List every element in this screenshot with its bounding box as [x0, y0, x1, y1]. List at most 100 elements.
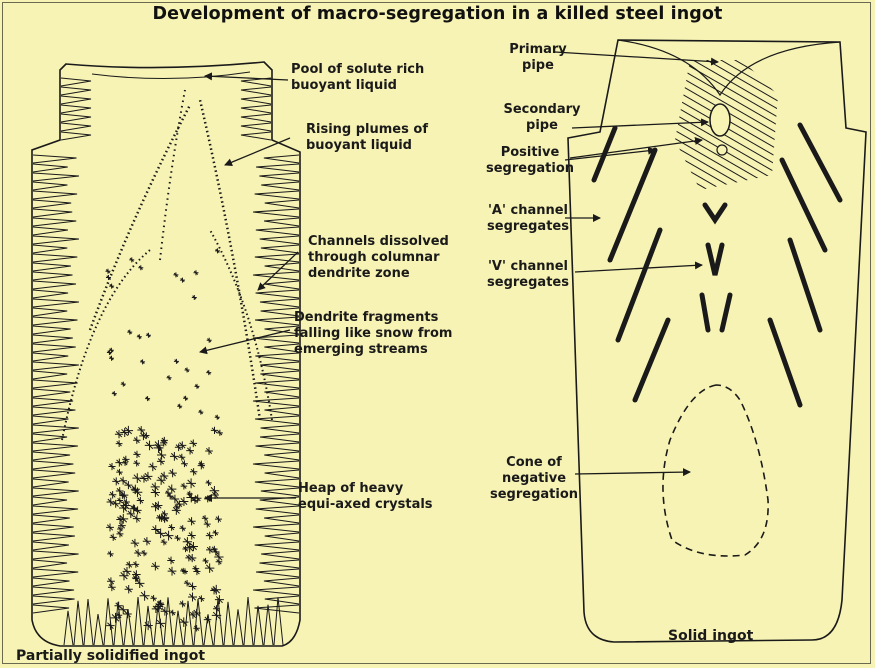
dendrite-tooth	[256, 443, 299, 451]
crystal-fragment	[177, 404, 182, 409]
dendrite-tooth	[33, 479, 69, 487]
dendrite-tooth	[264, 515, 299, 523]
crystal-fragment	[112, 391, 117, 396]
dendrite-tooth	[274, 597, 283, 645]
dendrite-tooth	[33, 182, 67, 190]
dendrite-tooth	[33, 569, 78, 577]
dendrite-tooth	[33, 263, 71, 271]
label-v-channel: 'V' channelsegregates	[480, 259, 576, 291]
dendrite-tooth	[33, 245, 67, 253]
crystal-fragment	[174, 359, 179, 364]
crystal-fragment	[204, 616, 212, 624]
crystal-fragment	[215, 415, 220, 420]
crystal-fragment	[212, 530, 218, 536]
crystal-fragment	[125, 585, 133, 593]
dendrite-tooth	[253, 398, 299, 406]
crystal-fragment	[109, 356, 114, 361]
dendrite-tooth	[61, 78, 91, 86]
left-ingot-outline	[32, 62, 300, 646]
crystal-fragment	[206, 480, 212, 486]
crystal-fragment	[132, 574, 139, 581]
crystal-fragment	[167, 557, 175, 565]
dendrite-tooth	[241, 132, 271, 140]
crystal-fragment	[206, 370, 211, 375]
dendrite-tooth	[255, 416, 299, 424]
dendrite-tooth	[255, 380, 299, 388]
crystal-fragment	[133, 515, 141, 523]
dendrite-tooth	[33, 335, 73, 343]
dendrite-tooth	[33, 155, 77, 163]
dendrite-tooth	[255, 479, 299, 487]
a-segregates-left	[594, 128, 668, 400]
dendrite-tooth	[253, 587, 299, 595]
crystal-fragment	[145, 396, 150, 401]
dendrite-tooth	[261, 551, 299, 559]
crystal-fragment	[108, 463, 115, 470]
crystal-fragment	[108, 583, 116, 591]
dendrite-tooth	[33, 299, 79, 307]
crystal-fragment	[211, 585, 221, 595]
crystal-fragment	[189, 440, 197, 448]
a-segregates-right	[770, 125, 840, 405]
dendrite-tooth	[224, 602, 233, 645]
dendrite-tooth	[265, 596, 299, 604]
dendrite-tooth	[33, 290, 68, 298]
dendrite-tooth	[264, 218, 299, 226]
crystal-fragment	[215, 516, 222, 523]
dendrite-tooth	[244, 597, 253, 645]
dendrite-tooth	[33, 389, 70, 397]
dendrite-tooth	[164, 597, 173, 645]
crystal-fragment	[164, 531, 174, 541]
crystal-fragment	[198, 462, 205, 469]
crystal-fragment	[211, 427, 218, 434]
crystal-fragment	[146, 333, 151, 338]
dendrite-tooth	[234, 609, 243, 645]
dendrite-tooth	[33, 560, 67, 568]
label-fragments: Dendrite fragmentsfalling like snow from…	[294, 310, 452, 358]
dendrite-tooth	[265, 200, 299, 208]
v-segregates	[702, 205, 730, 330]
crystal-fragment	[133, 451, 140, 458]
dendrite-tooth	[33, 596, 75, 604]
crystal-fragment	[215, 595, 224, 604]
crystal-fragment	[112, 500, 120, 508]
dendrite-tooth	[214, 598, 223, 645]
crystal-fragment	[105, 269, 110, 274]
crystal-fragment	[183, 396, 188, 401]
dendrite-tooth	[255, 353, 299, 361]
label-pool: Pool of solute richbuoyant liquid	[291, 62, 424, 94]
crystal-fragment	[188, 531, 196, 539]
dendrite-tooth	[33, 281, 76, 289]
dendrite-tooth	[33, 200, 71, 208]
crystal-fragment	[165, 490, 171, 496]
dendrite-tooth	[33, 533, 75, 541]
dendrite-tooth	[256, 164, 299, 172]
crystal-fragment	[179, 600, 186, 607]
dendrite-tooth	[265, 470, 299, 478]
crystal-fragment	[144, 621, 153, 630]
crystal-fragment	[106, 524, 114, 532]
crystal-fragment	[131, 539, 139, 547]
label-positive-seg: Positivesegregation	[482, 145, 578, 177]
crystal-fragment	[145, 441, 155, 451]
dendrite-tooth	[61, 87, 91, 95]
crystal-fragment	[119, 503, 128, 512]
label-plumes: Rising plumes ofbuoyant liquid	[306, 122, 428, 154]
crystal-fragment	[189, 582, 197, 590]
crystal-fragment	[192, 295, 197, 300]
dendrite-tooth	[259, 173, 299, 181]
dendrite-tooth	[33, 209, 72, 217]
crystal-fragment	[168, 524, 175, 531]
dendrite-tooth	[255, 542, 299, 550]
crystal-fragment	[134, 549, 142, 557]
crystal-fragment	[122, 456, 129, 463]
channel-left	[62, 250, 150, 440]
crystal-fragment	[190, 468, 197, 475]
dendrite-tooth	[256, 290, 299, 298]
crystal-fragment	[133, 460, 140, 467]
dendrite-tooth	[264, 281, 299, 289]
crystal-fragment	[215, 248, 220, 253]
crystal-fragment	[203, 558, 209, 564]
crystal-fragment	[198, 410, 203, 415]
crystal-fragment	[168, 469, 176, 477]
